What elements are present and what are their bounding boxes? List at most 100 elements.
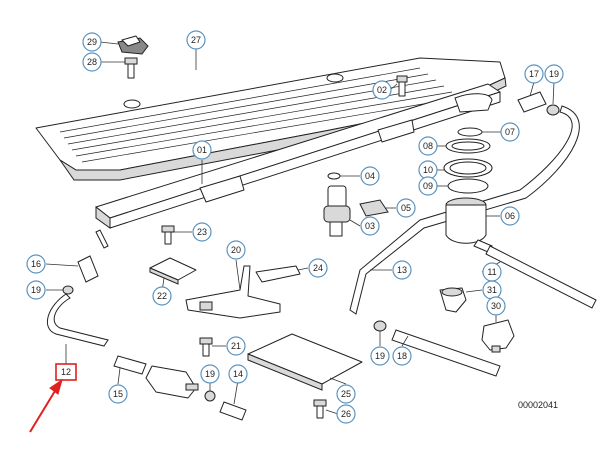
part-29-clip[interactable] [117, 35, 149, 55]
svg-text:26: 26 [341, 409, 351, 419]
callout-14[interactable]: 14 [228, 364, 248, 384]
svg-text:03: 03 [365, 221, 375, 231]
svg-text:18: 18 [397, 351, 407, 361]
part-19-clamp-low[interactable] [204, 390, 216, 402]
part-02-screw[interactable] [396, 75, 408, 97]
part-04-ring[interactable] [327, 172, 341, 180]
part-22-bracket[interactable] [149, 257, 197, 285]
callout-17[interactable]: 17 [524, 64, 544, 84]
svg-text:17: 17 [529, 69, 539, 79]
part-31-clip[interactable] [439, 287, 467, 313]
svg-text:25: 25 [341, 389, 351, 399]
callout-11[interactable]: 11 [482, 262, 502, 282]
svg-text:05: 05 [401, 203, 411, 213]
callout-03[interactable]: 03 [360, 216, 380, 236]
svg-text:13: 13 [397, 265, 407, 275]
part-12-fuel-pipe[interactable] [46, 293, 109, 347]
callout-18[interactable]: 18 [392, 346, 412, 366]
callout-19-left[interactable]: 19 [26, 280, 46, 300]
svg-text:14: 14 [233, 369, 243, 379]
svg-text:28: 28 [87, 57, 97, 67]
svg-text:10: 10 [423, 165, 433, 175]
part-19-clamp-mid[interactable] [373, 320, 387, 332]
callout-05[interactable]: 05 [396, 198, 416, 218]
callout-24[interactable]: 24 [308, 258, 328, 278]
svg-text:12: 12 [61, 367, 71, 377]
svg-text:19: 19 [31, 285, 41, 295]
callout-10[interactable]: 10 [418, 160, 438, 180]
svg-text:01: 01 [197, 145, 207, 155]
callout-09[interactable]: 09 [418, 176, 438, 196]
part-19-clamp-left[interactable] [62, 285, 74, 295]
callout-01[interactable]: 01 [192, 140, 212, 160]
svg-text:09: 09 [423, 181, 433, 191]
svg-text:23: 23 [197, 227, 207, 237]
callout-12-selected[interactable]: 12 [55, 363, 77, 381]
callout-06[interactable]: 06 [500, 206, 520, 226]
svg-text:19: 19 [375, 351, 385, 361]
callout-30[interactable]: 30 [486, 296, 506, 316]
part-11-hose[interactable] [485, 245, 597, 309]
part-21-screw[interactable] [199, 337, 213, 357]
svg-text:29: 29 [87, 37, 97, 47]
selection-arrow [29, 378, 63, 433]
svg-text:06: 06 [505, 211, 515, 221]
svg-text:20: 20 [231, 245, 241, 255]
svg-text:31: 31 [487, 285, 497, 295]
part-16-hose[interactable] [77, 255, 99, 283]
part-26-screw[interactable] [313, 399, 327, 419]
callout-21[interactable]: 21 [226, 336, 246, 356]
callout-22[interactable]: 22 [152, 286, 172, 306]
svg-text:02: 02 [377, 85, 387, 95]
svg-text:21: 21 [231, 341, 241, 351]
callout-04[interactable]: 04 [360, 166, 380, 186]
svg-text:24: 24 [313, 263, 323, 273]
part-10-ring[interactable] [443, 158, 493, 178]
svg-text:11: 11 [487, 267, 496, 277]
callout-27[interactable]: 27 [186, 30, 206, 50]
svg-text:07: 07 [505, 127, 515, 137]
part-17-hose[interactable] [517, 91, 547, 113]
callout-15[interactable]: 15 [108, 384, 128, 404]
part-24-bracket[interactable] [255, 265, 301, 283]
part-01-fuel-rail[interactable] [95, 83, 501, 249]
part-03-injector[interactable] [323, 185, 351, 237]
callout-08[interactable]: 08 [418, 136, 438, 156]
part-14-hose[interactable] [219, 401, 247, 421]
callout-23[interactable]: 23 [192, 222, 212, 242]
fuel-filter[interactable] [145, 365, 199, 399]
callout-25[interactable]: 25 [336, 384, 356, 404]
callout-20[interactable]: 20 [226, 240, 246, 260]
part-18-hose[interactable] [391, 329, 501, 377]
callout-19-top[interactable]: 19 [544, 64, 564, 84]
part-20-bracket[interactable] [185, 265, 281, 319]
callout-02[interactable]: 02 [372, 80, 392, 100]
callout-13[interactable]: 13 [392, 260, 412, 280]
part-05-clip[interactable] [359, 199, 389, 217]
part-15-hose[interactable] [113, 355, 147, 375]
callout-29[interactable]: 29 [82, 32, 102, 52]
part-23-screw[interactable] [161, 225, 175, 245]
part-30-holder[interactable] [481, 319, 515, 353]
part-28-screw[interactable] [124, 57, 138, 79]
callout-31[interactable]: 31 [482, 280, 502, 300]
leader-lines [45, 41, 555, 415]
part-19-clamp-top[interactable] [546, 104, 560, 116]
svg-text:04: 04 [365, 171, 375, 181]
part-07-ring[interactable] [457, 127, 483, 137]
callout-07[interactable]: 07 [500, 122, 520, 142]
part-25-plate[interactable] [247, 333, 363, 391]
part-06-regulator[interactable] [445, 197, 493, 253]
svg-text:15: 15 [113, 389, 123, 399]
callout-19-mid[interactable]: 19 [370, 346, 390, 366]
svg-text:30: 30 [491, 301, 501, 311]
callout-26[interactable]: 26 [336, 404, 356, 424]
part-08-ring[interactable] [445, 138, 491, 154]
callout-16[interactable]: 16 [26, 254, 46, 274]
callout-28[interactable]: 28 [82, 52, 102, 72]
svg-text:19: 19 [205, 369, 215, 379]
reference-number: 00002041 [518, 400, 558, 410]
callout-19-low[interactable]: 19 [200, 364, 220, 384]
part-09-ring[interactable] [447, 178, 489, 194]
